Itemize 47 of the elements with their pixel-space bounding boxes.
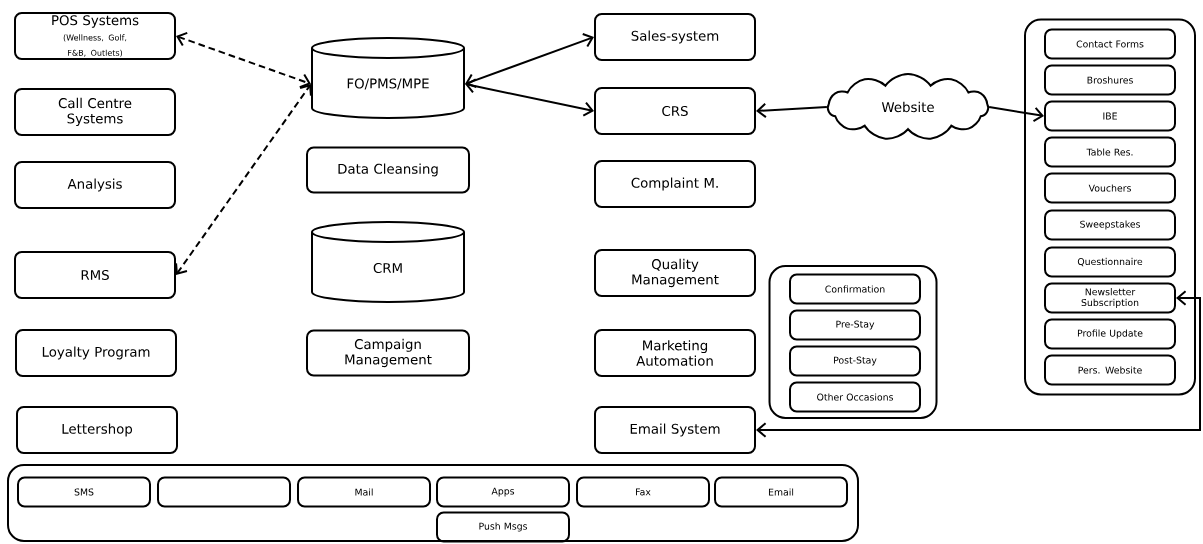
system-box: Email System — [594, 406, 756, 454]
system-box: Analysis — [14, 161, 176, 209]
group-frame — [1024, 18, 1196, 396]
arrow — [988, 106, 1044, 123]
dashed-arrow — [176, 31, 311, 89]
dashed-arrow — [175, 84, 312, 275]
system-box: Sales-system — [594, 13, 756, 61]
arrow — [465, 33, 594, 88]
item-box: Questionnaire — [1044, 246, 1176, 278]
database-cylinder: CRM — [311, 221, 465, 303]
arrow — [756, 290, 1201, 438]
group-frame — [768, 265, 938, 419]
system-box: RMS — [14, 251, 176, 299]
item-box: SMS — [17, 476, 151, 508]
system-box: Complaint M. — [594, 160, 756, 208]
item-box: Profile Update — [1044, 318, 1176, 350]
system-box: POS Systems (Wellness, Golf, F&B, Outlets) — [14, 12, 176, 60]
group-frame — [7, 464, 859, 542]
item-box: Push Msgs — [436, 511, 570, 543]
arrow — [756, 102, 828, 119]
system-box: Marketing Automation — [594, 329, 756, 377]
item-box: Mail — [297, 476, 431, 508]
system-box: Campaign Management — [306, 329, 470, 377]
item-box: Post-Stay — [789, 345, 921, 377]
item-box: Newsletter Subscription — [1044, 282, 1176, 314]
system-box: CRS — [594, 87, 756, 135]
item-box: Contact Forms — [1044, 28, 1176, 60]
system-box: Call Centre Systems — [14, 88, 176, 136]
item-box — [157, 476, 291, 508]
item-box: Broshures — [1044, 64, 1176, 96]
item-box: Apps — [436, 476, 570, 508]
arrow — [465, 78, 594, 117]
system-box: Quality Management — [594, 249, 756, 297]
database-cylinder: FO/PMS/MPE — [311, 37, 465, 119]
system-box: Lettershop — [16, 406, 178, 454]
system-box: Data Cleansing — [306, 146, 470, 194]
item-box: Other Occasions — [789, 381, 921, 413]
item-box: Confirmation — [789, 273, 921, 305]
item-box: Table Res. — [1044, 136, 1176, 168]
item-box: Fax — [576, 476, 710, 508]
system-box: Loyalty Program — [15, 329, 177, 377]
item-box: IBE — [1044, 100, 1176, 132]
item-box: Pre-Stay — [789, 309, 921, 341]
item-box: Email — [714, 476, 848, 508]
item-box: Sweepstakes — [1044, 209, 1176, 241]
item-box: Pers. Website — [1044, 354, 1176, 386]
item-box: Vouchers — [1044, 172, 1176, 204]
